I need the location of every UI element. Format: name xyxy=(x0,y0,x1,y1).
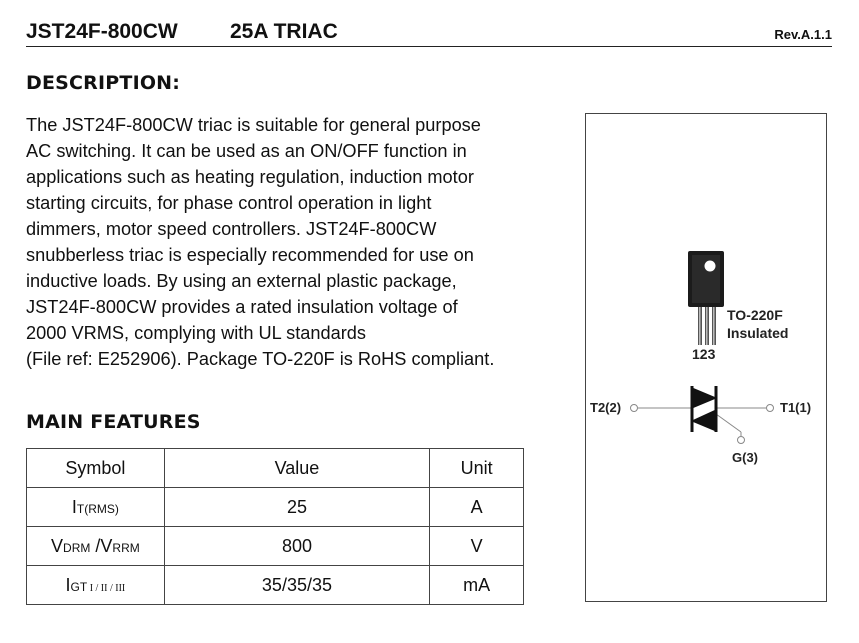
description-title: DESCRIPTION: xyxy=(26,72,181,94)
description-line: 2000 VRMS, complying with UL standards xyxy=(26,323,366,343)
symbol-cell: IT(RMS) xyxy=(26,487,165,527)
header-value: Value xyxy=(163,448,431,488)
to220f-package-icon xyxy=(688,251,724,345)
main-features-table: Symbol Value Unit IT(RMS) 25 A VDRM /VRR… xyxy=(26,448,524,605)
terminal-t1-label: T1(1) xyxy=(780,400,812,415)
symbol-subscript: RRM xyxy=(112,540,140,555)
header-unit: Unit xyxy=(429,448,524,488)
description-line: starting circuits, for phase control ope… xyxy=(26,193,432,213)
unit-cell: mA xyxy=(429,565,524,605)
description-line: snubberless triac is especially recommen… xyxy=(26,245,474,265)
symbol-cell: VDRM /VRRM xyxy=(26,526,165,566)
symbol-subscript: T(RMS) xyxy=(76,501,119,516)
symbol-main: I xyxy=(65,574,71,595)
terminal-t2-label: T2(2) xyxy=(590,400,622,415)
description-line: dimmers, motor speed controllers. JST24F… xyxy=(26,219,437,239)
value-cell: 35/35/35 xyxy=(163,565,431,605)
triac-symbol-icon xyxy=(630,404,774,444)
unit-cell: A xyxy=(429,487,524,527)
value-cell: 25 xyxy=(163,487,431,527)
symbol-main: I xyxy=(71,496,77,517)
table-header-row: Symbol Value Unit xyxy=(26,448,524,488)
part-number: JST24F-800CW xyxy=(26,20,178,43)
symbol-subscript: GT xyxy=(70,579,88,594)
table-row: IGT I / II / III 35/35/35 mA xyxy=(26,565,524,605)
description-line: AC switching. It can be used as an ON/OF… xyxy=(26,141,467,161)
main-features-title: MAIN FEATURES xyxy=(26,411,201,433)
symbol-main: V xyxy=(51,535,64,556)
symbol-cell: IGT I / II / III xyxy=(26,565,165,605)
package-name: TO-220F xyxy=(727,307,783,323)
triac-body-icon xyxy=(690,386,718,432)
package-note: Insulated xyxy=(727,325,789,341)
unit-cell: V xyxy=(429,526,524,566)
description-line: inductive loads. By using an external pl… xyxy=(26,271,457,291)
description-line: JST24F-800CW provides a rated insulation… xyxy=(26,297,458,317)
symbol-separator: / xyxy=(90,535,101,556)
revision-label: Rev.A.1.1 xyxy=(774,27,832,42)
description-line: applications such as heating regulation,… xyxy=(26,167,474,187)
product-type: 25A TRIAC xyxy=(230,20,338,43)
description-line: (File ref: E252906). Package TO-220F is … xyxy=(26,349,495,369)
symbol-main: V xyxy=(100,535,113,556)
pin-numbers: 123 xyxy=(692,346,716,362)
table-row: IT(RMS) 25 A xyxy=(26,487,524,527)
description-text: The JST24F-800CW triac is suitable for g… xyxy=(26,112,556,372)
symbol-subscript: DRM xyxy=(63,540,91,555)
terminal-gate-label: G(3) xyxy=(732,450,758,465)
document-header: JST24F-800CW 25A TRIAC Rev.A.1.1 xyxy=(26,18,832,47)
quadrant-subscript: I / II / III xyxy=(87,582,126,594)
description-line: The JST24F-800CW triac is suitable for g… xyxy=(26,115,481,135)
table-row: VDRM /VRRM 800 V xyxy=(26,526,524,566)
package-diagram-box: TO-220F Insulated 123 T2(2) T1(1) G(3) xyxy=(585,113,827,602)
package-drawing xyxy=(630,251,774,444)
header-symbol: Symbol xyxy=(26,448,165,488)
value-cell: 800 xyxy=(163,526,431,566)
